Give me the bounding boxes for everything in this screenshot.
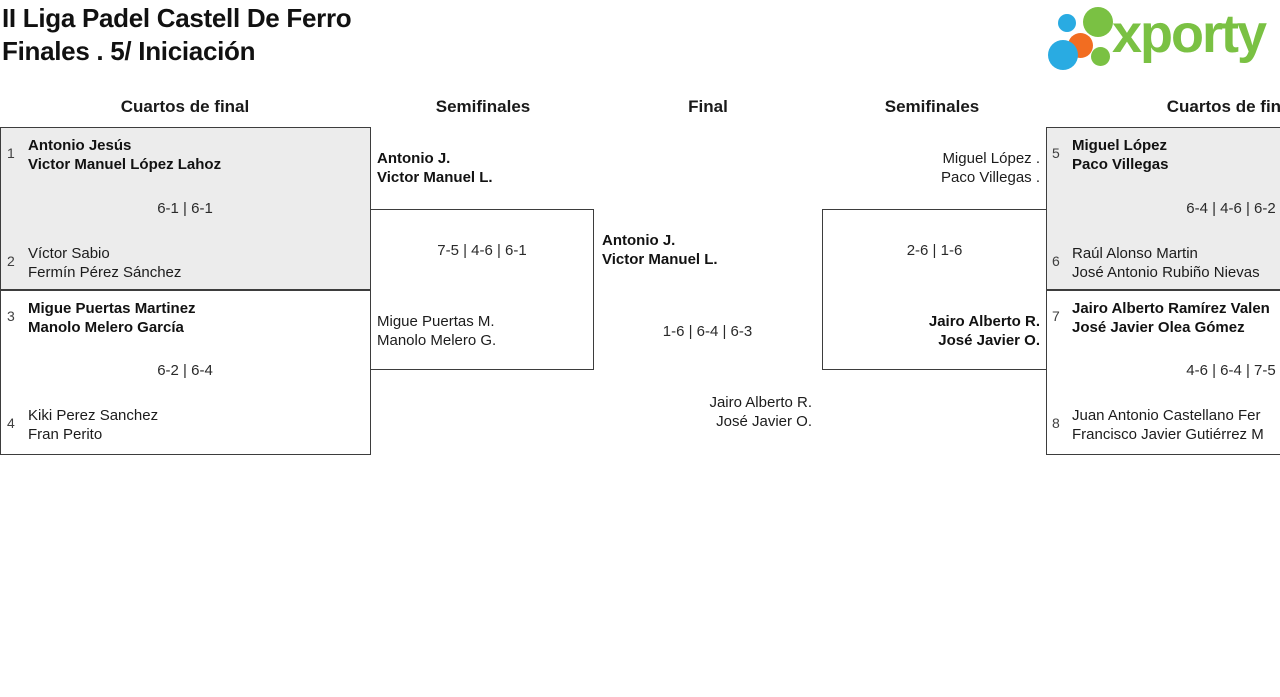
logo-wordmark: xporty (1112, 4, 1267, 64)
team-name: Jairo Alberto R. José Javier O. (593, 393, 812, 431)
team-name-winner: Antonio J. Victor Manuel L. (377, 149, 493, 187)
player-name: Migue Puertas Martinez (28, 300, 196, 317)
player-name: Jairo Alberto R. (709, 394, 812, 411)
match-score: 2-6 | 1-6 (906, 242, 963, 259)
player-name: Manolo Melero G. (377, 332, 497, 349)
match-score: 4-6 | 6-4 | 7-5 (1186, 362, 1276, 379)
player-name: Antonio Jesús (28, 137, 132, 154)
seed-number: 1 (7, 145, 15, 161)
match-score: 1-6 | 6-4 | 6-3 (662, 323, 753, 340)
player-name: Antonio J. (377, 150, 451, 167)
player-name: Miguel López . (942, 150, 1040, 167)
team-name-winner: Migue Puertas Martinez Manolo Melero Gar… (28, 299, 196, 337)
seed-number: 7 (1052, 308, 1060, 324)
player-name: José Javier Olea Gómez (1072, 319, 1245, 336)
team-name: Víctor Sabio Fermín Pérez Sánchez (28, 244, 181, 282)
player-name: Antonio J. (602, 232, 676, 249)
team-name-winner: Jairo Alberto R. José Javier O. (822, 312, 1040, 350)
round-header-semifinals-right: Semifinales (884, 97, 980, 116)
round-header-quarterfinals-left: Cuartos de final (120, 97, 250, 116)
player-name: Migue Puertas M. (377, 313, 495, 330)
match-box-qf3[interactable] (1046, 127, 1280, 290)
player-name: Raúl Alonso Martin (1072, 245, 1198, 262)
seed-number: 2 (7, 253, 15, 269)
page-title: II Liga Padel Castell De Ferro Finales .… (2, 2, 352, 68)
round-header-semifinals-left: Semifinales (435, 97, 531, 116)
match-box-sf1[interactable] (370, 209, 594, 370)
team-name: Migue Puertas M. Manolo Melero G. (377, 312, 496, 350)
seed-number: 4 (7, 415, 15, 431)
player-name: José Antonio Rubiño Nievas (1072, 264, 1260, 281)
player-name: José Javier O. (938, 332, 1040, 349)
logo-dot-blue-small-icon (1058, 14, 1076, 32)
seed-number: 8 (1052, 415, 1060, 431)
seed-number: 6 (1052, 253, 1060, 269)
tournament-category: Finales . 5/ Iniciación (2, 36, 256, 66)
seed-number: 5 (1052, 145, 1060, 161)
player-name: Fran Perito (28, 426, 103, 443)
player-name: Manolo Melero García (28, 319, 184, 336)
team-name: Juan Antonio Castellano Fer Francisco Ja… (1072, 406, 1264, 444)
player-name: Fermín Pérez Sánchez (28, 264, 182, 281)
match-score: 6-1 | 6-1 (157, 200, 213, 217)
match-score: 7-5 | 4-6 | 6-1 (437, 242, 527, 259)
player-name: Victor Manuel L. (377, 169, 493, 186)
match-box-qf4[interactable] (1046, 290, 1280, 455)
team-name: Kiki Perez Sanchez Fran Perito (28, 406, 158, 444)
match-box-qf1[interactable] (0, 127, 371, 290)
tournament-name: II Liga Padel Castell De Ferro (2, 3, 352, 33)
player-name: Jairo Alberto R. (928, 313, 1040, 330)
match-box-sf2[interactable] (822, 209, 1047, 370)
player-name: Miguel López (1072, 137, 1167, 154)
seed-number: 3 (7, 308, 15, 324)
team-name-winner: Antonio J. Victor Manuel L. (602, 231, 718, 269)
team-name: Raúl Alonso Martin José Antonio Rubiño N… (1072, 244, 1260, 282)
player-name: Victor Manuel López Lahoz (28, 156, 222, 173)
player-name: Jairo Alberto Ramírez Valen (1072, 300, 1270, 317)
player-name: Kiki Perez Sanchez (28, 407, 159, 424)
player-name: Victor Manuel L. (602, 251, 718, 268)
player-name: Juan Antonio Castellano Fer (1072, 407, 1261, 424)
team-name-winner: Miguel López Paco Villegas (1072, 136, 1168, 174)
team-name: Miguel López . Paco Villegas . (822, 149, 1040, 187)
logo-dot-green-large-icon (1083, 7, 1113, 37)
team-name-winner: Antonio Jesús Victor Manuel López Lahoz (28, 136, 221, 174)
team-name-winner: Jairo Alberto Ramírez Valen José Javier … (1072, 299, 1270, 337)
match-box-qf2[interactable] (0, 290, 371, 455)
player-name: Víctor Sabio (28, 245, 110, 262)
match-score: 6-4 | 4-6 | 6-2 (1186, 200, 1276, 217)
player-name: Paco Villegas (1072, 156, 1169, 173)
player-name: Paco Villegas . (941, 169, 1040, 186)
logo-dot-green-small-icon (1091, 47, 1110, 66)
player-name: Francisco Javier Gutiérrez M (1072, 426, 1264, 443)
match-score: 6-2 | 6-4 (157, 362, 213, 379)
round-header-final: Final (688, 97, 728, 116)
round-header-quarterfinals-right: Cuartos de final (1166, 97, 1280, 116)
player-name: José Javier O. (716, 413, 812, 430)
logo-dot-blue-large-icon (1048, 40, 1078, 70)
